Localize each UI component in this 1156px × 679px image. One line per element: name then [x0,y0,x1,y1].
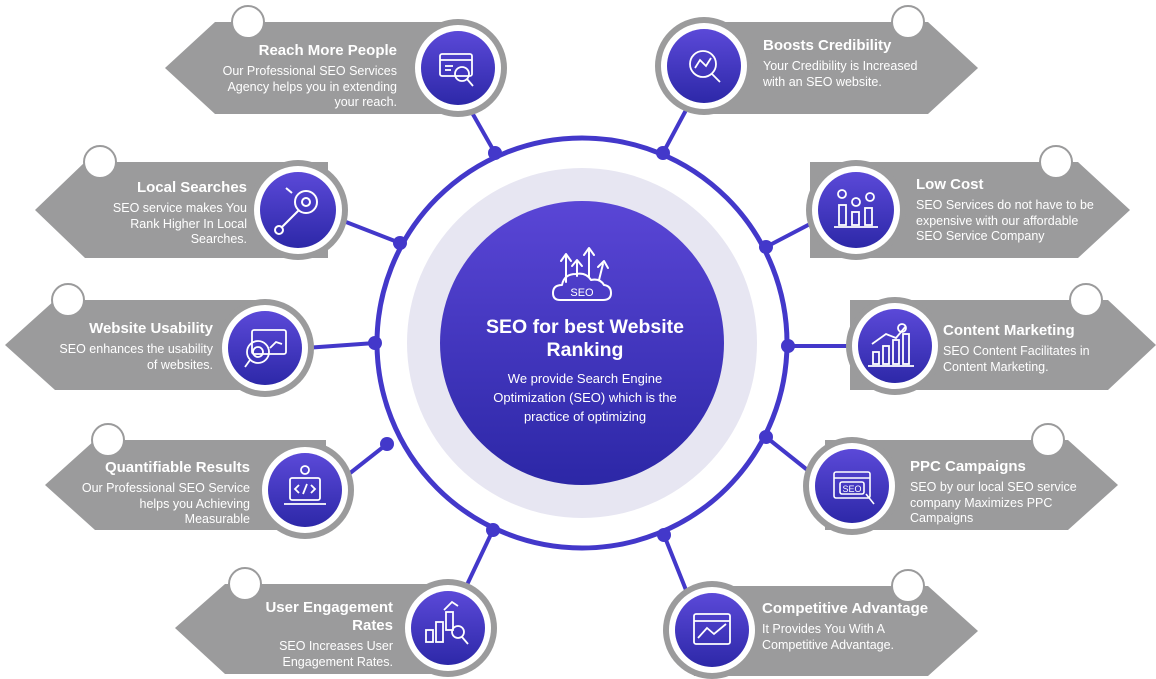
item-reach-more-people: Reach More People Our Professional SEO S… [215,42,397,111]
item-user-engagement-rates: User Engagement Rates SEO Increases User… [235,599,393,670]
wrench-gear-icon [274,187,318,235]
item-description: SEO service makes You Rank Higher In Loc… [112,201,247,246]
seo-cloud-growth-icon: SEO [552,247,612,301]
card-low-cost [806,145,1130,260]
item-title: PPC Campaigns [910,458,1026,475]
item-title: Content Marketing [943,322,1075,339]
card-local-searches [35,145,348,260]
center-description: We provide Search Engine Optimization (S… [493,371,677,424]
item-local-searches: Local Searches SEO service makes You Ran… [85,179,247,248]
item-title: Low Cost [916,176,984,193]
center-content: SEO for best Website Ranking We provide … [470,242,700,426]
website-settings-search-icon [439,53,474,87]
usability-target-icon [244,329,287,368]
competitive-chart-window-icon [693,613,731,645]
item-competitive-advantage: Competitive Advantage It Provides You Wi… [762,600,947,653]
bar-chart-search-icon [425,600,469,645]
credibility-analytics-icon [689,50,721,83]
card-user-engagement-rates [175,567,497,677]
content-growth-icon [868,323,914,367]
item-low-cost: Low Cost SEO Services do not have to be … [916,176,1098,245]
card-content-marketing [846,283,1156,395]
card-quantifiable-results [45,423,354,539]
center-logo-text: SEO [570,287,594,299]
connector-low-cost [765,222,811,249]
item-description: Our Professional SEO Services Agency hel… [222,64,397,109]
item-title: Reach More People [258,42,397,59]
item-quantifiable-results: Quantifiable Results Our Professional SE… [80,459,250,528]
item-website-usability: Website Usability SEO enhances the usabi… [55,320,213,373]
ppc-seo-window-icon: SEO [833,471,875,505]
item-content-marketing: Content Marketing SEO Content Facilitate… [943,322,1111,375]
item-boosts-credibility: Boosts Credibility Your Credibility is I… [763,37,933,90]
item-description: SEO Content Facilitates in Content Marke… [943,344,1090,374]
item-title: Local Searches [136,179,247,196]
card-website-usability [5,283,314,397]
card-boosts-credibility [655,5,978,115]
item-description: Our Professional SEO Service helps you A… [81,481,250,526]
item-description: SEO by our local SEO service company Max… [910,480,1077,525]
code-laptop-icon [284,465,326,505]
item-description: SEO enhances the usability of websites. [59,342,213,372]
item-description: SEO Services do not have to be expensive… [916,198,1094,243]
ring-dots [368,146,795,542]
item-title: Quantifiable Results [104,459,250,476]
connector-website-usability [304,341,376,350]
item-title: Competitive Advantage [762,600,929,617]
center-title: SEO for best Website Ranking [486,316,684,361]
item-title: User Engagement Rates [265,599,393,634]
card-reach-more-people [165,5,507,117]
card-competitive-advantage [663,569,978,679]
item-ppc-campaigns: PPC Campaigns SEO by our local SEO servi… [910,458,1086,527]
item-description: Your Credibility is Increased with an SE… [763,59,918,89]
svg-text:SEO: SEO [842,484,861,494]
low-cost-bars-icon [834,189,878,228]
item-title: Boosts Credibility [763,37,892,54]
center-circle [440,201,724,485]
card-ppc-campaigns: SEO [803,423,1118,535]
item-description: SEO Increases User Engagement Rates. [279,639,393,669]
item-title: Website Usability [89,320,213,337]
item-description: It Provides You With A Competitive Advan… [762,622,895,652]
